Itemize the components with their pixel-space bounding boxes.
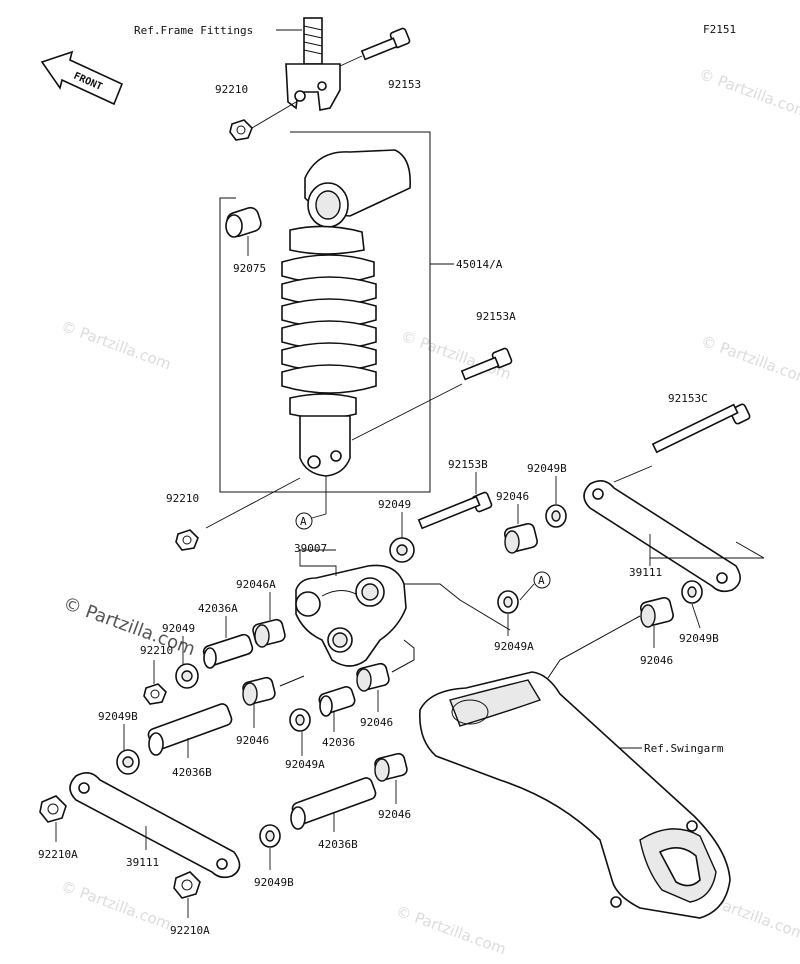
label-39007: 39007: [294, 542, 327, 555]
washer-92049B-top: [545, 504, 567, 528]
label-92049B-left: 92049B: [98, 710, 138, 723]
callout-a-left-label: A: [300, 515, 307, 528]
sleeve-42036B-bottom: [290, 777, 377, 830]
sleeve-42036B-left: [147, 703, 233, 756]
label-45014A: 45014/A: [456, 258, 503, 271]
swingarm: [419, 671, 731, 919]
bearing-92046-mid1: [242, 676, 276, 706]
watermark-3: © Partzilla.com: [59, 317, 174, 374]
rocker-arm-39007: [295, 564, 407, 667]
bolt-92153B: [417, 491, 493, 530]
bolt-92153C: [651, 403, 751, 454]
shock-absorber: [281, 149, 412, 477]
label-42036-center: 42036: [322, 736, 355, 749]
label-42036B-bottom: 42036B: [318, 838, 358, 851]
label-92210-mid: 92210: [166, 492, 199, 505]
label-92046-mid1: 92046: [236, 734, 269, 747]
sleeve-42036A: [202, 633, 254, 669]
label-92210A-left: 92210A: [38, 848, 78, 861]
label-39111-left: 39111: [126, 856, 159, 869]
watermark-4: © Partzilla.com: [699, 332, 800, 389]
washer-92049-top: [389, 537, 415, 563]
label-92049B-bottom: 92049B: [254, 876, 294, 889]
tie-rod-39111-right: [583, 480, 741, 593]
callout-a-right: [533, 571, 551, 589]
frame-fitting-bracket: [285, 17, 341, 111]
label-92049B-top: 92049B: [527, 462, 567, 475]
callout-a-left: [295, 512, 313, 530]
nut-92210-top: [229, 119, 253, 141]
label-92046-top: 92046: [496, 490, 529, 503]
label-92049-top: 92049: [378, 498, 411, 511]
washer-92049A-right: [497, 590, 519, 614]
label-42036A: 42036A: [198, 602, 238, 615]
label-92210A-bottom: 92210A: [170, 924, 210, 937]
label-92075: 92075: [233, 262, 266, 275]
collar-92075: [225, 206, 262, 238]
watermark-6: © Partzilla.com: [394, 902, 509, 959]
bolt-92153: [360, 27, 411, 61]
label-39111-right: 39111: [629, 566, 662, 579]
label-92046-mid2: 92046: [360, 716, 393, 729]
label-92046-right: 92046: [640, 654, 673, 667]
sleeve-42036-center: [318, 685, 356, 717]
bolt-92153A: [460, 347, 513, 381]
label-92049B-right: 92049B: [679, 632, 719, 645]
label-92153C: 92153C: [668, 392, 708, 405]
bearing-92046-mid2: [356, 662, 390, 692]
bearing-92046-bottom: [374, 752, 408, 782]
washer-92049-left: [175, 663, 199, 689]
nut-92210A-bottom: [173, 871, 201, 899]
label-92153: 92153: [388, 78, 421, 91]
label-92153A: 92153A: [476, 310, 516, 323]
bearing-92046-top: [503, 522, 538, 554]
callout-a-right-label: A: [538, 574, 545, 587]
nut-92210-mid: [175, 529, 199, 551]
label-42036B-left: 42036B: [172, 766, 212, 779]
washer-92049A-center: [289, 708, 311, 732]
label-ref-swingarm: Ref.Swingarm: [644, 742, 724, 755]
watermark-1: © Partzilla.com: [697, 65, 800, 122]
front-arrow-icon: FRONT: [40, 50, 124, 106]
label-92049-left: 92049: [162, 622, 195, 635]
label-92210-top: 92210: [215, 83, 248, 96]
label-92046-bottom: 92046: [378, 808, 411, 821]
washer-92049B-right: [681, 580, 703, 604]
label-92153B: 92153B: [448, 458, 488, 471]
washer-92049B-bottom: [259, 824, 281, 848]
figure-code: F2151: [703, 23, 736, 36]
watermark-5: © Partzilla.com: [59, 877, 174, 934]
nut-92210A-left: [39, 795, 67, 823]
bearing-92046-right: [639, 596, 674, 628]
label-ref-frame: Ref.Frame Fittings: [134, 24, 253, 37]
washer-92049B-left: [116, 749, 140, 775]
label-92049A-center: 92049A: [285, 758, 325, 771]
label-92210-left: 92210: [140, 644, 173, 657]
tie-rod-39111-left: [69, 772, 241, 879]
label-92049A-right: 92049A: [494, 640, 534, 653]
label-92046A: 92046A: [236, 578, 276, 591]
nut-92210-left: [143, 683, 167, 705]
bearing-92046A: [252, 618, 286, 648]
